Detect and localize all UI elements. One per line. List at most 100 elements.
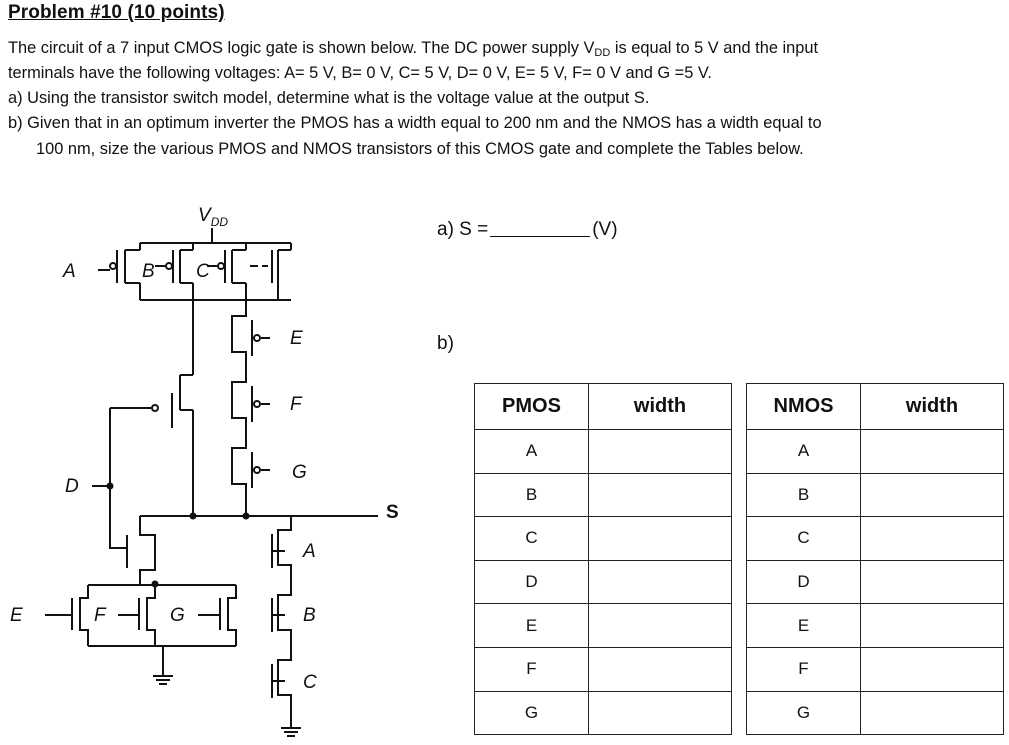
pmos-row-label: F: [474, 646, 589, 692]
question-a: a) Using the transistor switch model, de…: [8, 89, 650, 107]
label-b-nmos: B: [303, 605, 316, 626]
question-b-continued: 100 nm, size the various PMOS and NMOS t…: [36, 140, 804, 158]
pmos-width-cell[interactable]: [588, 646, 732, 692]
nmos-g-gate: [198, 598, 221, 630]
pmos-width-header: width: [588, 383, 732, 430]
line1-part-a: The circuit of a 7 input CMOS logic gate…: [8, 39, 595, 57]
table-row: G: [474, 690, 732, 736]
vdd-label: VDD: [198, 205, 228, 229]
nmos-width-cell[interactable]: [860, 472, 1004, 518]
pmos-c: [224, 243, 247, 300]
pmos-row-label: B: [474, 472, 589, 518]
pmos-row-label: E: [474, 603, 589, 648]
label-e-pmos: E: [290, 328, 303, 349]
pmos-row-label: G: [474, 690, 589, 736]
table-row: C: [746, 516, 1004, 561]
nmos-width-header: width: [860, 383, 1004, 430]
nmos-width-cell[interactable]: [860, 646, 1004, 692]
label-f-pmos: F: [290, 394, 303, 415]
d-junction-dot: [106, 482, 114, 490]
pmos-d: [110, 393, 173, 428]
nmos-row-label: A: [746, 429, 861, 474]
cmos-circuit-diagram: VDD A B C D E F G S E F G: [10, 205, 399, 737]
pmos-width-cell[interactable]: [588, 690, 732, 736]
nmos-width-cell[interactable]: [860, 559, 1004, 605]
label-g-nmos: G: [170, 605, 185, 626]
pmos-c-right: [262, 243, 292, 300]
pmos-b-bubble: [165, 262, 173, 270]
nmos-row-label: B: [746, 472, 861, 518]
label-a-nmos: A: [302, 541, 316, 562]
table-row: B: [474, 472, 732, 518]
label-c-nmos: C: [303, 672, 317, 693]
pmos-b: [172, 243, 194, 300]
nmos-d: [139, 516, 156, 585]
label-d: D: [65, 476, 79, 497]
table-row: F: [474, 646, 732, 692]
answer-a-prefix: a) S =: [437, 219, 489, 240]
pmos-efg-chain: [231, 300, 247, 516]
s-junction-left: [189, 512, 197, 520]
nmos-width-cell[interactable]: [860, 516, 1004, 561]
nmos-header: NMOS: [746, 383, 861, 430]
vdd-subscript: DD: [594, 47, 611, 59]
line1-part-b: is equal to 5 V and the input: [610, 39, 819, 57]
table-row: D: [474, 559, 732, 605]
pmos-efg-gate-wires: [261, 337, 270, 471]
nmos-d-gate: [109, 522, 128, 568]
label-e-nmos: E: [10, 605, 23, 626]
nmos-row-label: E: [746, 603, 861, 648]
label-g-pmos: G: [292, 462, 307, 483]
nmos-width-cell[interactable]: [860, 603, 1004, 648]
pmos-a: [116, 243, 141, 300]
pmos-table-header-row: PMOS width: [474, 383, 732, 430]
nmos-width-cell[interactable]: [860, 429, 1004, 474]
pmos-width-cell[interactable]: [588, 429, 732, 474]
answer-a-blank[interactable]: [490, 218, 591, 237]
nmos-row-label: F: [746, 646, 861, 692]
problem-title: Problem #10 (10 points): [8, 2, 225, 23]
pmos-width-cell[interactable]: [588, 559, 732, 605]
nmos-width-table: NMOS width A B C D E F G: [746, 383, 1004, 736]
nmos-g: [227, 585, 237, 646]
answer-a-unit: (V): [592, 219, 618, 240]
nmos-row-label: G: [746, 690, 861, 736]
label-f-nmos: F: [94, 605, 107, 626]
nmos-abc-gate-wires: [272, 550, 285, 682]
ground-symbol-left: [153, 646, 173, 685]
ground-symbol-right: [281, 715, 301, 737]
answer-b-label: b): [437, 333, 454, 354]
pmos-f-bubble: [253, 400, 261, 408]
table-row: D: [746, 559, 1004, 605]
pmos-width-cell[interactable]: [588, 472, 732, 518]
nmos-e-gate: [45, 598, 73, 630]
nmos-e: [79, 585, 89, 646]
table-row: E: [474, 603, 732, 648]
table-row: E: [746, 603, 1004, 648]
nmos-width-cell[interactable]: [860, 690, 1004, 736]
answer-a-line: a) S = (V): [437, 218, 618, 241]
problem-text-line-1: The circuit of a 7 input CMOS logic gate…: [8, 36, 818, 66]
table-row: A: [474, 429, 732, 474]
pmos-a-bubble: [109, 262, 117, 270]
nmos-row-label: D: [746, 559, 861, 605]
question-b: b) Given that in an optimum inverter the…: [8, 114, 822, 132]
nmos-table-header-row: NMOS width: [746, 383, 1004, 430]
pmos-width-cell[interactable]: [588, 603, 732, 648]
pmos-width-table: PMOS width A B C D E F G: [474, 383, 732, 736]
pmos-header: PMOS: [474, 383, 589, 430]
table-row: G: [746, 690, 1004, 736]
pmos-row-label: D: [474, 559, 589, 605]
nmos-abc-chain: [277, 516, 292, 715]
pmos-row-label: A: [474, 429, 589, 474]
table-row: A: [746, 429, 1004, 474]
table-row: B: [746, 472, 1004, 518]
label-b-pmos: B: [142, 261, 155, 282]
pmos-g-bubble: [253, 466, 261, 474]
nmos-f: [146, 585, 156, 646]
nmos-f-gate: [118, 598, 140, 630]
label-s: S: [386, 502, 399, 523]
nmos-row-label: C: [746, 516, 861, 561]
problem-text-line-2: terminals have the following voltages: A…: [8, 64, 712, 82]
pmos-width-cell[interactable]: [588, 516, 732, 561]
